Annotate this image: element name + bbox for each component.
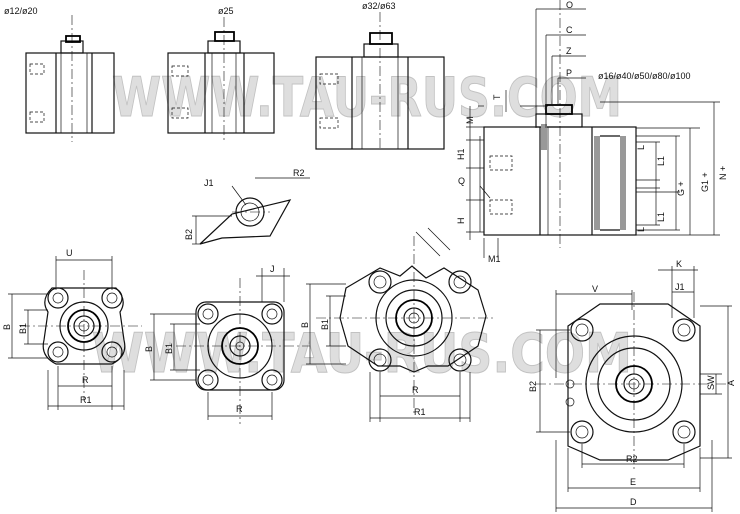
dim-H1: H1 [456, 148, 466, 160]
dim-A: A [726, 380, 736, 386]
dim-R1-v1: R1 [80, 395, 92, 405]
dim-B1-v1: B1 [18, 323, 28, 334]
dim-J: J [270, 264, 275, 274]
dim-B1-v3: B1 [320, 319, 330, 330]
dim-SW: SW [706, 375, 716, 390]
section-view-16-100: ø16/ø40/ø50/ø80/ø100 [466, 0, 720, 258]
dim-U: U [66, 248, 73, 258]
end-view-2 [150, 268, 310, 424]
side-view-12-20: ø12/ø20 [4, 6, 115, 142]
dim-R2-v4: R2 [626, 454, 638, 464]
dim-V: V [592, 284, 598, 294]
dim-R2-detail: R2 [293, 168, 305, 178]
dim-N: N + [718, 166, 728, 180]
dim-L1-top: L1 [656, 156, 666, 166]
dim-J1-detail: J1 [204, 178, 214, 188]
end-view-4 [536, 266, 732, 512]
label-bore-25: ø25 [218, 6, 234, 16]
end-view-1 [8, 256, 142, 410]
dim-E: E [630, 477, 636, 487]
dim-K: K [676, 259, 682, 269]
detail-view-j1 [192, 177, 310, 245]
dim-R-v1: R [82, 375, 89, 385]
label-bore-16-100: ø16/ø40/ø50/ø80/ø100 [598, 71, 691, 81]
dim-M: M [465, 117, 475, 125]
label-bore-32-63: ø32/ø63 [362, 1, 396, 11]
watermark-top: WWW.TAU-RUS.COM [112, 66, 622, 129]
dim-R-v3: R [412, 385, 419, 395]
dim-J1-v4: J1 [675, 282, 685, 292]
dim-L-top: L [636, 145, 646, 150]
dim-D: D [630, 497, 637, 507]
dim-Z: Z [566, 46, 572, 56]
dim-H: H [456, 218, 466, 225]
dim-P: P [566, 68, 572, 78]
dim-L1-bottom: L1 [656, 212, 666, 222]
dim-C: C [566, 25, 573, 35]
dim-O: O [566, 0, 573, 10]
dim-R-v2: R [236, 404, 243, 414]
dim-G: G + [676, 181, 686, 196]
label-bore-12-20: ø12/ø20 [4, 6, 38, 16]
dim-Q: Q [458, 176, 465, 186]
dim-B2-detail: B2 [184, 229, 194, 240]
dim-L-bottom: L [636, 227, 646, 232]
side-view-32-63: ø32/ø63 [315, 1, 445, 150]
side-view-25: ø25 [167, 6, 275, 142]
dim-M1: M1 [488, 254, 501, 264]
dim-B-v2: B [144, 346, 154, 352]
dim-B-v3: B [300, 322, 310, 328]
dim-T: T [492, 94, 502, 100]
dim-G1: G1 + [700, 172, 710, 192]
dim-R1-v3: R1 [414, 407, 426, 417]
end-view-3 [306, 227, 496, 422]
dim-B-v1: B [2, 324, 12, 330]
dim-B2-v4: B2 [528, 381, 538, 392]
dim-B1-v2: B1 [164, 343, 174, 354]
watermark-bottom: WWW.TAU-RUS.COM [92, 322, 632, 385]
